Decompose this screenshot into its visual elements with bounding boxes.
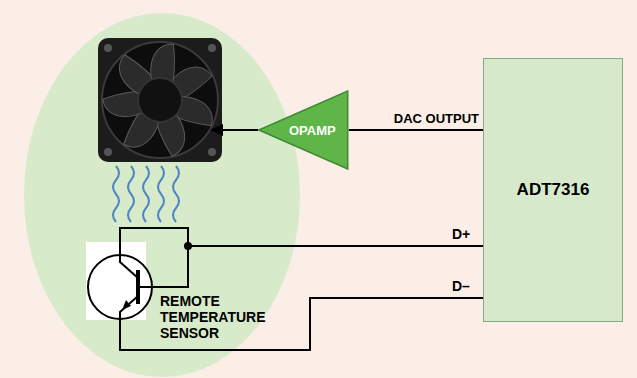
sensor-wires [120,228,483,350]
signal-line-path [349,129,483,131]
chip-box: ADT7316 [483,58,623,322]
fan-hole [208,148,216,156]
pin-name: D– [452,278,470,294]
wave [158,166,164,222]
fan-hole [104,44,112,52]
fan-frame [98,38,222,162]
wave [113,166,119,222]
green-region [24,13,300,377]
node-label: ADT7316 [517,180,590,200]
wave [128,166,134,222]
junction-dot [184,242,192,250]
emitter-arrow [122,300,131,310]
node-label: OPAMP [289,123,336,138]
drive-line [222,129,258,131]
fan-hole [104,148,112,156]
sensor-caption: REMOTE TEMPERATURE SENSOR [160,293,272,341]
fan-hole [208,44,216,52]
pin-name: D+ [452,226,470,242]
arrow-head [210,124,223,136]
wave [143,166,149,222]
signal-line [349,130,483,131]
opamp-triangle-outline [259,91,348,169]
collector-wire [120,228,188,287]
fan-blades [99,39,218,158]
signal-name: DAC OUTPUT [394,111,479,127]
fan-hub [138,78,182,122]
opamp-triangle: OPAMP [258,90,349,170]
d-plus-wire [188,245,483,247]
air-waves [113,166,179,222]
wave [173,166,179,222]
